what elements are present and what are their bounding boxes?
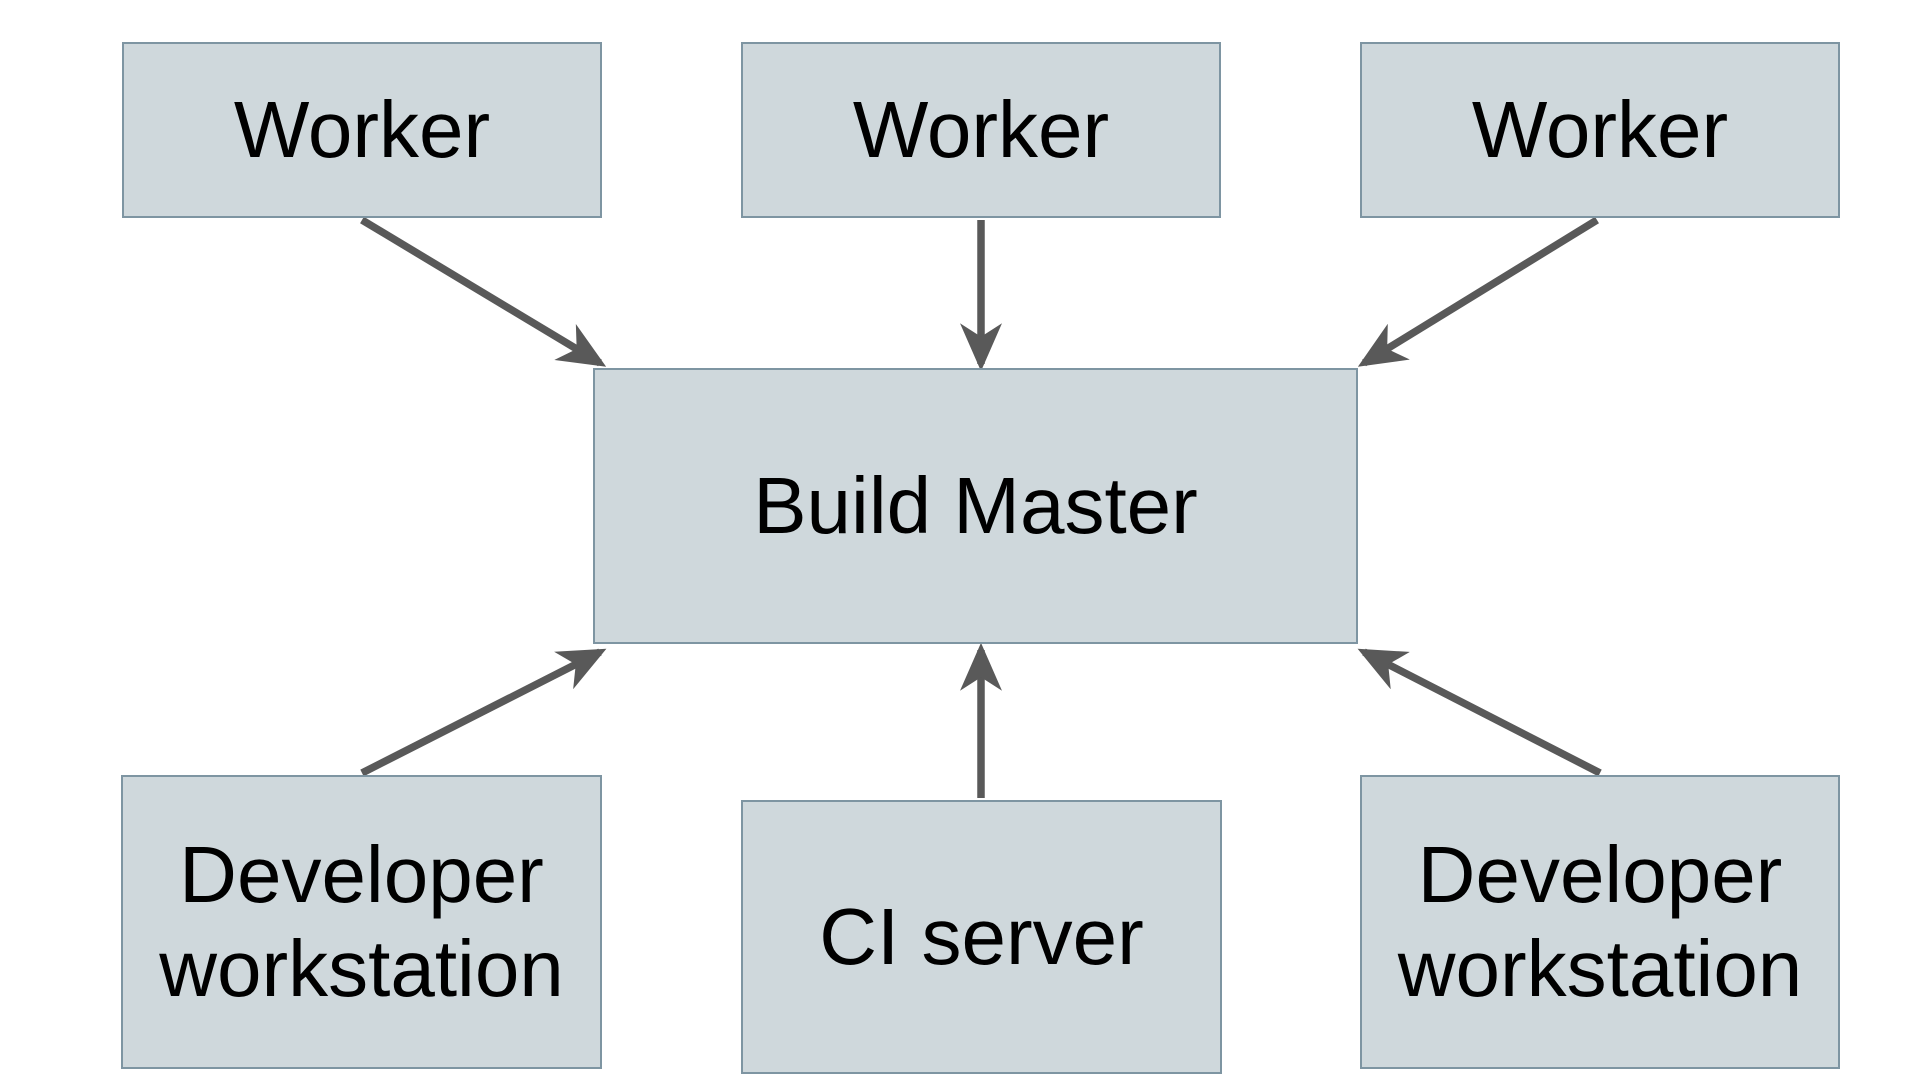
node-label: CI server xyxy=(819,891,1144,981)
node-developer-workstation-right: Developer workstation xyxy=(1360,775,1840,1069)
node-label: Build Master xyxy=(753,460,1198,550)
node-ci-server: CI server xyxy=(741,800,1222,1074)
node-label: Developer workstation xyxy=(159,829,564,1013)
node-label: Worker xyxy=(852,84,1110,174)
node-label: Developer workstation xyxy=(1397,829,1803,1013)
node-label: Worker xyxy=(233,84,491,174)
arrow-developer-workstation-left-to-build-master xyxy=(360,648,607,777)
node-build-master: Build Master xyxy=(593,368,1358,644)
node-developer-workstation-left: Developer workstation xyxy=(121,775,602,1069)
node-label: Worker xyxy=(1471,84,1729,174)
arrow-developer-workstation-right-to-build-master xyxy=(1357,648,1602,777)
arrow-worker-3-to-build-master xyxy=(1357,216,1599,367)
node-worker-1: Worker xyxy=(122,42,602,218)
node-worker-2: Worker xyxy=(741,42,1221,218)
node-worker-3: Worker xyxy=(1360,42,1840,218)
arrow-worker-1-to-build-master xyxy=(360,216,607,367)
